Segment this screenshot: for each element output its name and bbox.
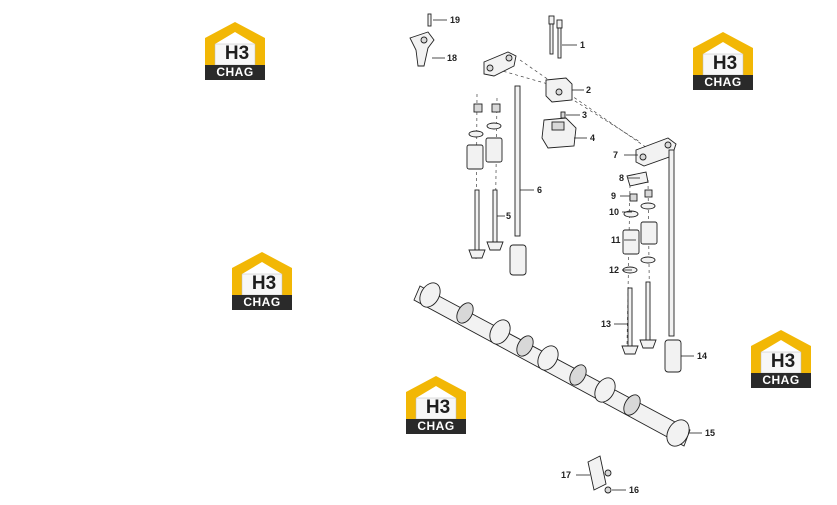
callout-18: 18 bbox=[447, 53, 457, 63]
logo-mark: H3 bbox=[712, 53, 738, 74]
logo-brand: CHAG bbox=[406, 419, 466, 434]
callout-15: 15 bbox=[705, 428, 715, 438]
pin-part bbox=[427, 13, 432, 27]
callout-13: 13 bbox=[601, 319, 611, 329]
logo-brand: CHAG bbox=[751, 373, 811, 388]
callout-7: 7 bbox=[613, 150, 618, 160]
callout-16: 16 bbox=[629, 485, 639, 495]
watermark-logo: H3 CHAG bbox=[691, 30, 755, 90]
rocker-arm-part bbox=[483, 51, 517, 77]
bracket-part bbox=[541, 117, 577, 149]
callout-2: 2 bbox=[586, 85, 591, 95]
thrust-plate-part bbox=[587, 455, 612, 494]
logo-mark: H3 bbox=[224, 43, 250, 64]
callout-10: 10 bbox=[609, 207, 619, 217]
callout-8: 8 bbox=[619, 173, 624, 183]
callout-14: 14 bbox=[697, 351, 707, 361]
assembly-axis-lines bbox=[475, 59, 651, 346]
house-logo-icon bbox=[232, 252, 292, 296]
bolt-part bbox=[548, 15, 563, 59]
watermark-logo: H3 CHAG bbox=[203, 20, 267, 80]
callout-6: 6 bbox=[537, 185, 542, 195]
screw-part bbox=[560, 111, 566, 119]
callout-12: 12 bbox=[609, 265, 619, 275]
watermark-logo: H3 CHAG bbox=[749, 328, 813, 388]
house-logo-icon bbox=[205, 22, 265, 66]
house-logo-icon bbox=[693, 32, 753, 76]
camshaft-part bbox=[413, 282, 691, 447]
logo-mark: H3 bbox=[251, 273, 277, 294]
pushrod-part bbox=[509, 85, 527, 276]
rocker-support-part bbox=[545, 77, 573, 103]
watermark-logo: H3 CHAG bbox=[404, 374, 468, 434]
callout-9: 9 bbox=[611, 191, 616, 201]
callout-3: 3 bbox=[582, 110, 587, 120]
valve-stack-left bbox=[466, 103, 504, 259]
callout-labels: 1 2 3 4 5 6 7 8 9 10 11 12 13 14 15 16 1… bbox=[447, 15, 715, 495]
callout-17: 17 bbox=[561, 470, 571, 480]
callout-1: 1 bbox=[580, 40, 585, 50]
rocker-arm-small-part bbox=[409, 31, 435, 67]
callout-19: 19 bbox=[450, 15, 460, 25]
callout-5: 5 bbox=[506, 211, 511, 221]
callout-4: 4 bbox=[590, 133, 595, 143]
valve-stack-right bbox=[621, 171, 658, 355]
callout-leaders bbox=[432, 19, 702, 491]
logo-brand: CHAG bbox=[693, 75, 753, 90]
callout-11: 11 bbox=[611, 235, 621, 245]
logo-mark: H3 bbox=[770, 351, 796, 372]
logo-mark: H3 bbox=[425, 397, 451, 418]
pushrod-right-part bbox=[664, 149, 682, 373]
house-logo-icon bbox=[751, 330, 811, 374]
logo-brand: CHAG bbox=[232, 295, 292, 310]
logo-brand: CHAG bbox=[205, 65, 265, 80]
watermark-logo: H3 CHAG bbox=[230, 250, 294, 310]
